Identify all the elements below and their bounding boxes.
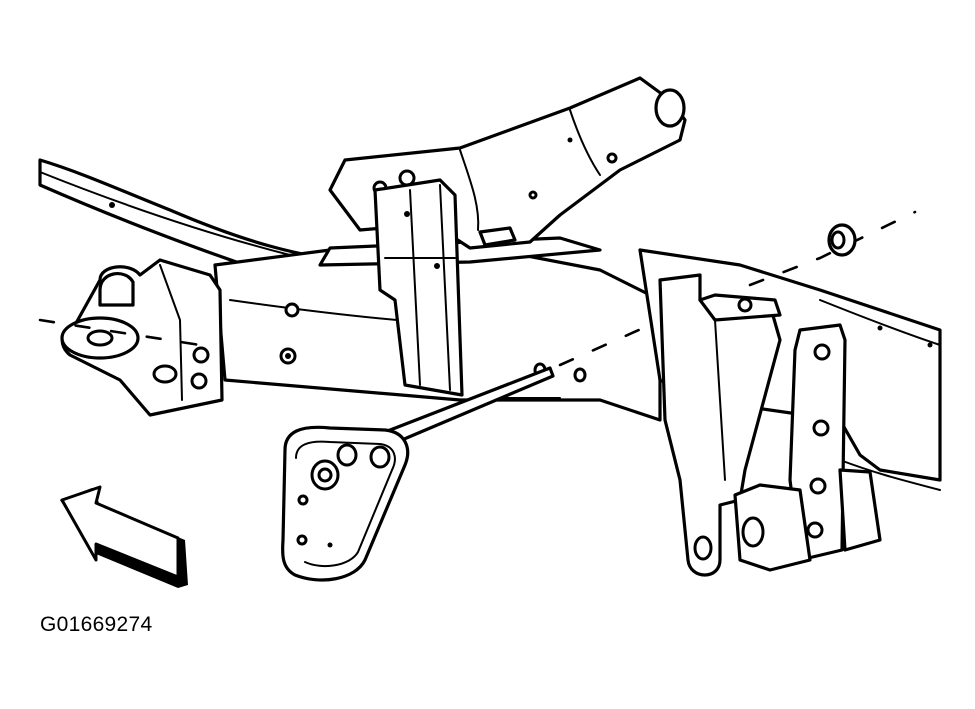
forward-arrow-icon	[60, 485, 188, 588]
fastener-nut	[827, 223, 857, 257]
center-hanger-bracket	[373, 178, 464, 397]
alignment-lines	[38, 210, 917, 367]
right-shackle-bracket	[658, 273, 782, 577]
right-hanger-plate	[733, 323, 882, 572]
left-body-mount-bracket	[60, 258, 224, 417]
detached-mount-plate	[281, 425, 410, 582]
figure-id-label: G01669274	[40, 613, 153, 636]
